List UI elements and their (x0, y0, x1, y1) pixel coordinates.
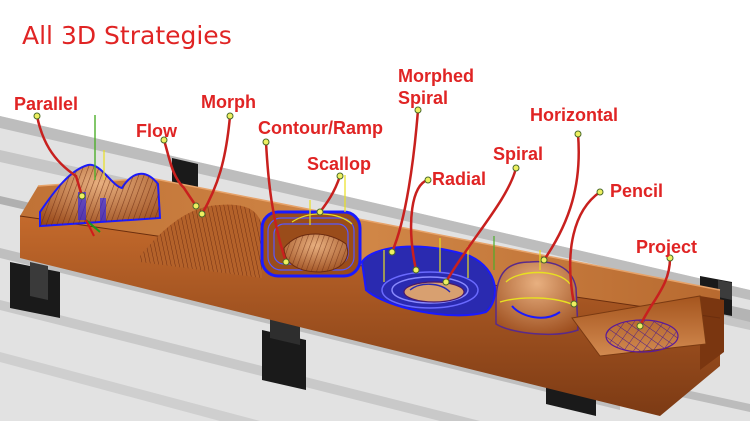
horizontal-feature (493, 236, 579, 335)
flow-morph-feature (140, 204, 262, 278)
label-horizontal: Horizontal (530, 105, 618, 125)
label-parallel: Parallel (14, 94, 79, 114)
label-morph: Morph (201, 92, 256, 112)
label-scallop: Scallop (307, 154, 372, 174)
label-project: Project (636, 237, 698, 257)
leader-endpoints (33, 106, 674, 330)
label-contour-ramp: Contour/Ramp (258, 118, 383, 138)
label-morphed-spiral-line2: Spiral (398, 88, 449, 108)
leader-lines (35, 109, 672, 327)
label-pencil: Pencil (610, 181, 664, 201)
spiral-radial-feature (360, 238, 497, 317)
label-radial: Radial (432, 169, 487, 189)
label-morphed-spiral-line1: Morphed (398, 66, 474, 86)
label-spiral: Spiral (493, 144, 544, 164)
label-flow: Flow (136, 121, 177, 141)
parallel-feature (39, 115, 162, 237)
page-title: All 3D Strategies (22, 21, 232, 50)
